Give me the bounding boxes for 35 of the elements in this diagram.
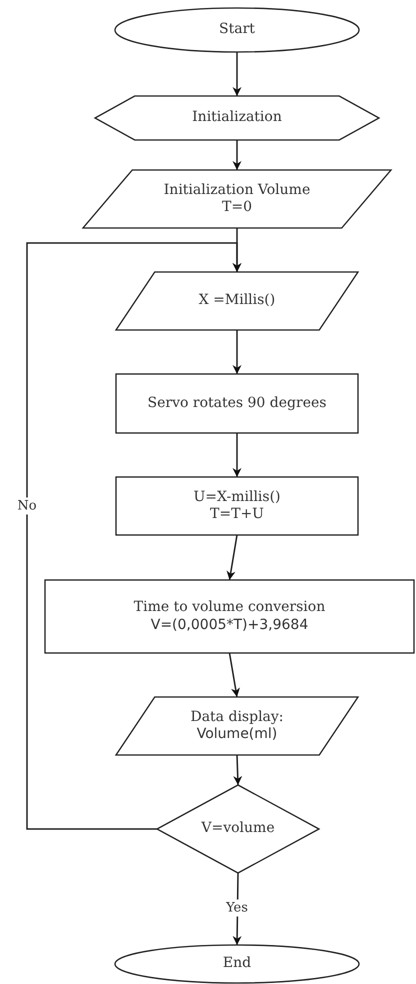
arrow [226,534,238,580]
node-text: V=volume [201,820,275,838]
arrow [233,754,242,786]
arrow [232,330,242,374]
node-text: V=(0,0005*T)+3,9684 [150,616,308,634]
arrow [26,242,242,830]
arrow [232,872,242,946]
arrow [228,652,240,698]
input-parallelogram [83,170,391,228]
preparation-hexagon [95,96,379,140]
node-text: Initialization Volume [164,182,310,199]
process-box [45,580,414,653]
input-parallelogram [116,272,358,330]
process-box [116,374,358,433]
input-parallelogram [116,697,358,755]
node-text: Start [219,21,255,39]
node-text: U=X-millis() [193,488,281,506]
arrow [232,433,242,477]
node-text: Volume(ml) [196,726,278,744]
node-text: X =Millis() [198,292,276,310]
edge-label: Yes [226,900,248,916]
node-text: Initialization [192,109,282,127]
node-text: T=T+U [210,506,264,524]
node-text: T=0 [222,199,252,216]
process-box [116,477,358,535]
decision-diamond [157,785,319,873]
node-text: Servo rotates 90 degrees [148,394,326,412]
node-text: Data display: [190,708,284,726]
node-text: End [222,955,252,973]
terminal-ellipse [115,8,359,52]
arrow [232,52,242,96]
terminal-ellipse [115,945,359,983]
node-text: Time to volume conversion [134,599,326,616]
edge-label: No [17,498,37,514]
arrow [232,140,242,170]
